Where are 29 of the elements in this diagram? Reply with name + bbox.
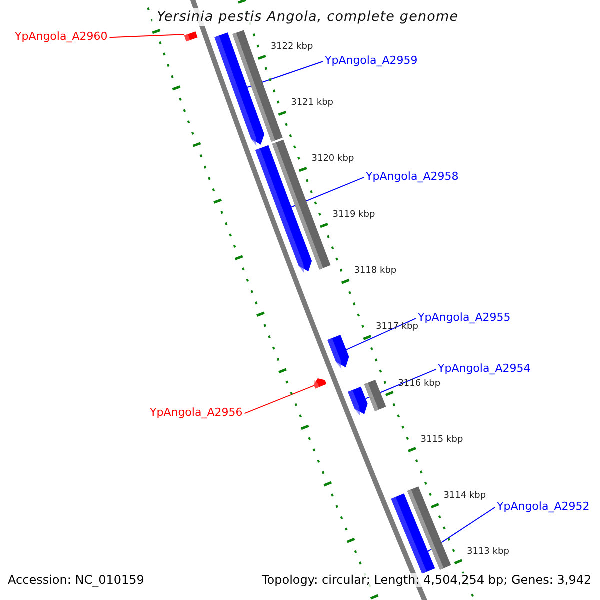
gene-bar [184, 32, 198, 42]
leader-line [109, 34, 184, 38]
gene-feature [255, 145, 312, 274]
scale-label: 3120 kbp [312, 154, 354, 166]
scale-label: 3117 kbp [376, 322, 418, 334]
scale-label: 3119 kbp [332, 210, 376, 222]
genome-info-text: Topology: circular; Length: 4,504,254 bp; Genes: 3,942 [262, 573, 592, 588]
gene-label: YpAngola_A2952 [497, 500, 590, 514]
gene-label: YpAngola_A2954 [438, 362, 531, 376]
leader-line [346, 318, 416, 350]
gene-label: YpAngola_A2959 [325, 54, 418, 68]
scale-label: 3114 kbp [444, 490, 486, 502]
gene-feature [348, 386, 368, 416]
gene-feature [328, 334, 350, 370]
accession-text: Accession: NC_010159 [8, 573, 144, 588]
gene-feature [391, 494, 436, 574]
scale-label: 3121 kbp [291, 98, 334, 110]
scale-label: 3118 kbp [354, 266, 397, 278]
gene-feature [314, 378, 327, 389]
scale-label: 3122 kbp [270, 42, 314, 54]
leader-line [244, 385, 315, 414]
scale-label: 3116 kbp [398, 378, 441, 390]
gene-label: YpAngola_A2956 [150, 406, 243, 420]
gene-label: YpAngola_A2960 [15, 30, 108, 44]
scale-label: 3115 kbp [420, 434, 464, 446]
scale-label: 3113 kbp [467, 546, 510, 558]
gene-feature [214, 32, 265, 146]
gene-label: YpAngola_A2955 [418, 311, 511, 324]
gene-label: YpAngola_A2958 [366, 170, 459, 184]
